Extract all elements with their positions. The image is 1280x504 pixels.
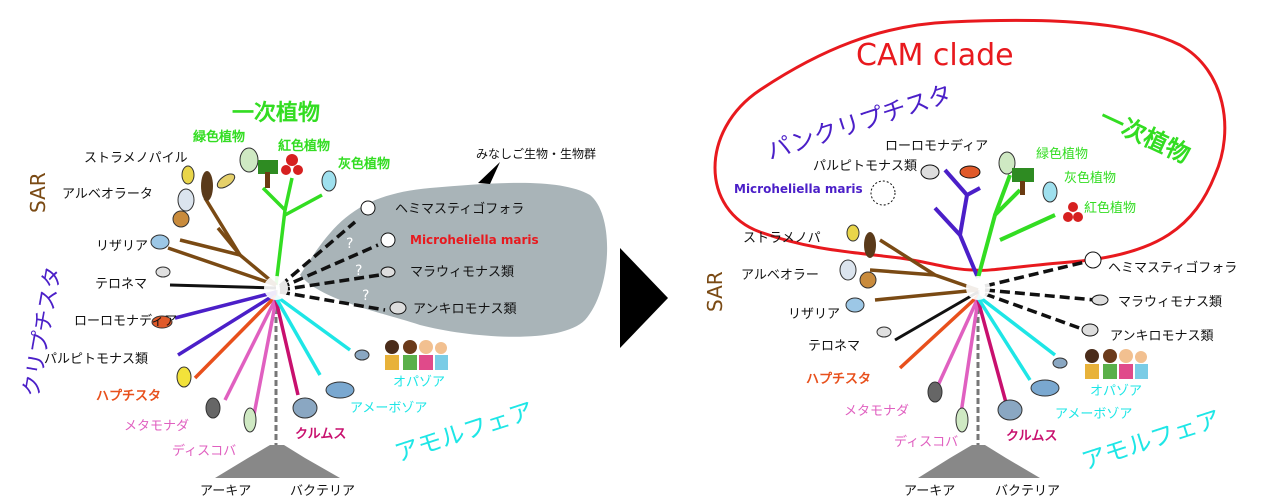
left-green-plants-label: 緑色植物 xyxy=(193,129,245,145)
prokaryote-base xyxy=(215,445,340,478)
right-cryptista-branches xyxy=(933,168,981,279)
left-primary-plants-label: 一次植物 xyxy=(232,100,320,126)
right-excavate-branches xyxy=(933,297,980,421)
left-ancyromonas-label: アンキロモナス類 xyxy=(413,302,516,317)
right-ancyromonas-label: アンキロモナス類 xyxy=(1110,329,1213,344)
right-amorphea-branches xyxy=(976,294,1057,381)
left-bacteria-label: バクテリア xyxy=(290,484,355,499)
right-primary-plants-label: 一次植物 xyxy=(1095,103,1194,169)
cam-clade-outline xyxy=(713,18,1227,272)
right-green-plants-label: 緑色植物 xyxy=(1036,146,1088,162)
right-metamonada-label: メタモナダ xyxy=(844,404,909,419)
left-hemimastigophora-label: ヘミマスティゴフォラ xyxy=(395,201,524,217)
question-mark-2: ? xyxy=(355,263,362,279)
right-haptista-branch xyxy=(898,294,980,370)
left-microheliella-label: Microheliella maris xyxy=(410,233,539,247)
right-prokaryote-base xyxy=(918,445,1040,478)
left-picozoa-label: パルピトモナス類 xyxy=(44,352,148,367)
right-crumus-branch xyxy=(976,299,1010,411)
right-sar-label: SAR xyxy=(703,271,727,312)
right-orphan-branches xyxy=(984,260,1096,332)
right-alveolates-label: アルベオラー xyxy=(741,268,819,283)
right-hemimastigophora-label: ヘミマスティゴフォラ xyxy=(1108,260,1237,276)
orphan-callout-label: みなしご生物・生物群 xyxy=(476,146,596,161)
telonema-branch xyxy=(169,283,277,290)
haptista-branch xyxy=(193,294,278,380)
excavate-branches xyxy=(223,297,278,426)
left-alveolates-label: アルベオラータ xyxy=(62,187,153,202)
left-rhodelphis-label: ローロモナディア xyxy=(74,313,177,329)
left-amoebozoa-label: アメーボゾア xyxy=(350,401,427,416)
amorphea-branches xyxy=(274,294,352,376)
people-illustration xyxy=(385,340,448,370)
right-rhizaria-label: リザリア xyxy=(788,307,840,322)
right-telonema-label: テロネマ xyxy=(808,339,860,354)
left-red-plants-label: 紅色植物 xyxy=(278,138,330,154)
organism-illustrations xyxy=(150,147,448,433)
left-haptista-label: ハプチスタ xyxy=(96,389,161,404)
question-mark-3: ? xyxy=(362,288,369,304)
orphan-region-blob xyxy=(300,182,608,337)
orphan-branches xyxy=(278,220,386,312)
crumus-branch xyxy=(274,299,300,396)
right-bacteria-label: バクテリア xyxy=(995,484,1060,499)
callout-pointer xyxy=(478,162,500,184)
left-tree: 一次植物 緑色植物 紅色植物 灰色植物 ストラメノパイル アルベオラータ SAR… xyxy=(19,100,608,499)
left-crumus-label: クルムス xyxy=(295,427,346,442)
transition-arrow xyxy=(620,248,668,348)
right-malawimonas-label: マラウィモナス類 xyxy=(1118,295,1222,310)
right-haptista-label: ハプチスタ xyxy=(806,372,871,387)
plant-branches xyxy=(261,177,323,286)
right-picozoa-label: パルピトモナス類 xyxy=(813,159,917,174)
right-opisthokonta-label: オパゾア xyxy=(1090,384,1142,399)
root-glow xyxy=(264,276,288,300)
left-stramenopiles-label: ストラメノパイル xyxy=(84,151,188,166)
right-crumus-label: クルムス xyxy=(1006,429,1057,444)
left-glaucophytes-label: 灰色植物 xyxy=(338,156,390,172)
left-archaea-label: アーキア xyxy=(200,484,251,499)
right-people-illustration xyxy=(1085,349,1148,379)
right-plant-branches xyxy=(976,174,1056,279)
right-rhodelphis-label: ローロモナディア xyxy=(885,138,988,154)
left-metamonada-label: メタモナダ xyxy=(124,419,189,434)
question-mark-1: ? xyxy=(346,236,353,252)
right-glaucophytes-label: 灰色植物 xyxy=(1064,170,1116,186)
right-archaea-label: アーキア xyxy=(904,484,955,499)
right-red-plants-label: 紅色植物 xyxy=(1084,200,1136,216)
right-sar-branches xyxy=(869,238,979,302)
left-telonema-label: テロネマ xyxy=(95,277,147,292)
right-root-glow xyxy=(966,276,990,300)
right-telonema-branch xyxy=(894,290,979,342)
right-tree: CAM clade パンクリプチスタ 一次植物 ローロモナディア パルピトモナス… xyxy=(703,18,1237,499)
cryptista-branches xyxy=(174,290,277,357)
left-cryptista-label: クリプチスタ xyxy=(19,265,67,399)
left-sar-label: SAR xyxy=(26,172,50,213)
cam-clade-title: CAM clade xyxy=(856,38,1014,73)
left-discoba-label: ディスコバ xyxy=(172,443,236,459)
left-opisthokonta-label: オパゾア xyxy=(393,375,445,390)
right-amoebozoa-label: アメーボゾア xyxy=(1055,407,1132,422)
right-organism-illustrations xyxy=(839,151,1148,433)
left-malawimonas-label: マラウィモナス類 xyxy=(410,265,514,280)
right-microheliella-label: Microheliella maris xyxy=(734,182,863,196)
sar-branches xyxy=(167,197,278,287)
right-discoba-label: ディスコバ xyxy=(894,434,958,450)
left-rhizaria-label: リザリア xyxy=(96,239,148,254)
right-stramenopiles-label: ストラメノパ xyxy=(743,231,821,246)
